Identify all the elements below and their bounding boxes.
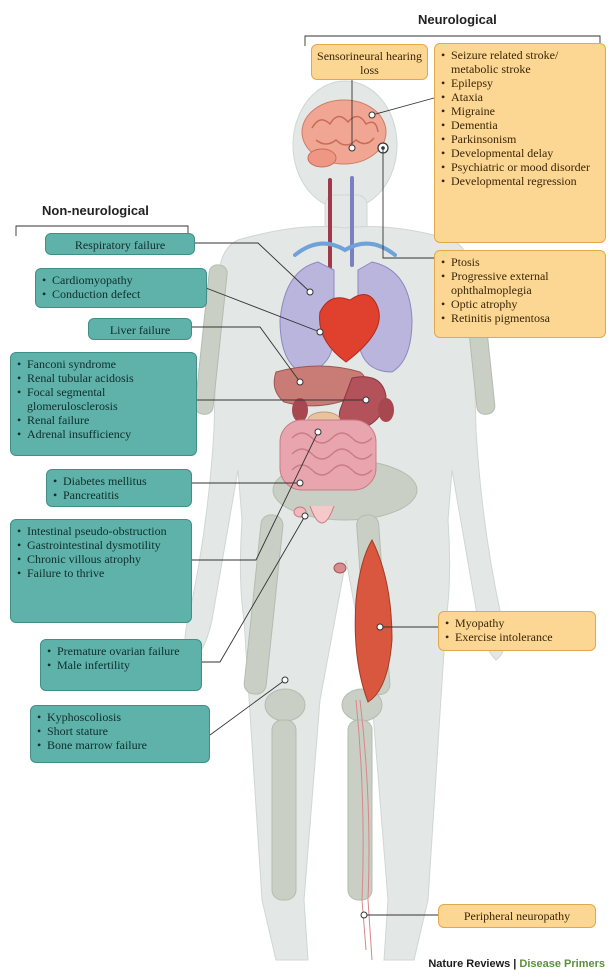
- list-item: Adrenal insufficiency: [17, 427, 190, 441]
- intestines: [280, 420, 376, 490]
- list-item: Ptosis: [441, 255, 599, 269]
- reproductive-conditions-box: Premature ovarian failure Male infertili…: [40, 639, 202, 691]
- peripheral-neuropathy-box: Peripheral neuropathy: [438, 904, 596, 928]
- eye-conditions-list: Ptosis Progressive external ophthalmople…: [441, 255, 599, 325]
- list-item: Short stature: [37, 724, 203, 738]
- muscle-conditions-list: Myopathy Exercise intolerance: [445, 616, 589, 644]
- credit-separator: |: [513, 958, 516, 970]
- list-item: Conduction defect: [42, 287, 200, 301]
- list-item: Premature ovarian failure: [47, 644, 195, 658]
- list-item: Seizure related stroke/ metabolic stroke: [441, 48, 599, 76]
- kidney-left: [292, 398, 308, 422]
- respiratory-failure-box: Respiratory failure: [45, 233, 195, 255]
- liver-failure-box: Liver failure: [88, 318, 192, 340]
- list-item: Kyphoscoliosis: [37, 710, 203, 724]
- hearing-loss-label: Sensorineural hearing loss: [317, 49, 422, 77]
- journal-name: Nature Reviews: [428, 958, 510, 970]
- list-item: Intestinal pseudo-obstruction: [17, 524, 185, 538]
- list-item: Bone marrow failure: [37, 738, 203, 752]
- kidney-conditions-list: Fanconi syndrome Renal tubular acidosis …: [17, 357, 190, 441]
- respiratory-failure-label: Respiratory failure: [75, 238, 165, 252]
- bone-conditions-list: Kyphoscoliosis Short stature Bone marrow…: [37, 710, 203, 752]
- heart-conditions-box: Cardiomyopathy Conduction defect: [35, 268, 207, 308]
- list-item: Diabetes mellitus: [53, 474, 185, 488]
- list-item: Epilepsy: [441, 76, 599, 90]
- kidney-right: [378, 398, 394, 422]
- series-name: Disease Primers: [519, 958, 605, 970]
- neurological-header: Neurological: [418, 12, 497, 27]
- non-neurological-header: Non-neurological: [42, 203, 149, 218]
- list-item: Male infertility: [47, 658, 195, 672]
- heart-conditions-list: Cardiomyopathy Conduction defect: [42, 273, 200, 301]
- eye-conditions-box: Ptosis Progressive external ophthalmople…: [434, 250, 606, 338]
- gi-conditions-box: Intestinal pseudo-obstruction Gastrointe…: [10, 519, 192, 623]
- peripheral-neuropathy-label: Peripheral neuropathy: [464, 909, 570, 923]
- list-item: Ataxia: [441, 90, 599, 104]
- pancreas-conditions-list: Diabetes mellitus Pancreatitis: [53, 474, 185, 502]
- list-item: Cardiomyopathy: [42, 273, 200, 287]
- list-item: Retinitis pigmentosa: [441, 311, 599, 325]
- list-item: Optic atrophy: [441, 297, 599, 311]
- hearing-loss-box: Sensorineural hearing loss: [311, 44, 428, 80]
- list-item: Failure to thrive: [17, 566, 185, 580]
- liver-failure-label: Liver failure: [110, 323, 170, 337]
- list-item: Parkinsonism: [441, 132, 599, 146]
- publisher-credit: Nature Reviews|Disease Primers: [428, 958, 605, 970]
- list-item: Renal failure: [17, 413, 190, 427]
- list-item: Renal tubular acidosis: [17, 371, 190, 385]
- list-item: Developmental delay: [441, 146, 599, 160]
- muscle-conditions-box: Myopathy Exercise intolerance: [438, 611, 596, 651]
- list-item: Gastrointestinal dysmotility: [17, 538, 185, 552]
- brain-conditions-list: Seizure related stroke/ metabolic stroke…: [441, 48, 599, 188]
- list-item: Chronic villous atrophy: [17, 552, 185, 566]
- pancreas-conditions-box: Diabetes mellitus Pancreatitis: [46, 469, 192, 507]
- list-item: Pancreatitis: [53, 488, 185, 502]
- reproductive-conditions-list: Premature ovarian failure Male infertili…: [47, 644, 195, 672]
- list-item: Migraine: [441, 104, 599, 118]
- kidney-conditions-box: Fanconi syndrome Renal tubular acidosis …: [10, 352, 197, 456]
- list-item: Exercise intolerance: [445, 630, 589, 644]
- list-item: Psychiatric or mood disorder: [441, 160, 599, 174]
- bone-conditions-box: Kyphoscoliosis Short stature Bone marrow…: [30, 705, 210, 763]
- brain-conditions-box: Seizure related stroke/ metabolic stroke…: [434, 43, 606, 243]
- list-item: Focal segmental glomerulosclerosis: [17, 385, 190, 413]
- gi-conditions-list: Intestinal pseudo-obstruction Gastrointe…: [17, 524, 185, 580]
- list-item: Fanconi syndrome: [17, 357, 190, 371]
- list-item: Dementia: [441, 118, 599, 132]
- list-item: Myopathy: [445, 616, 589, 630]
- list-item: Developmental regression: [441, 174, 599, 188]
- list-item: Progressive external ophthalmoplegia: [441, 269, 599, 297]
